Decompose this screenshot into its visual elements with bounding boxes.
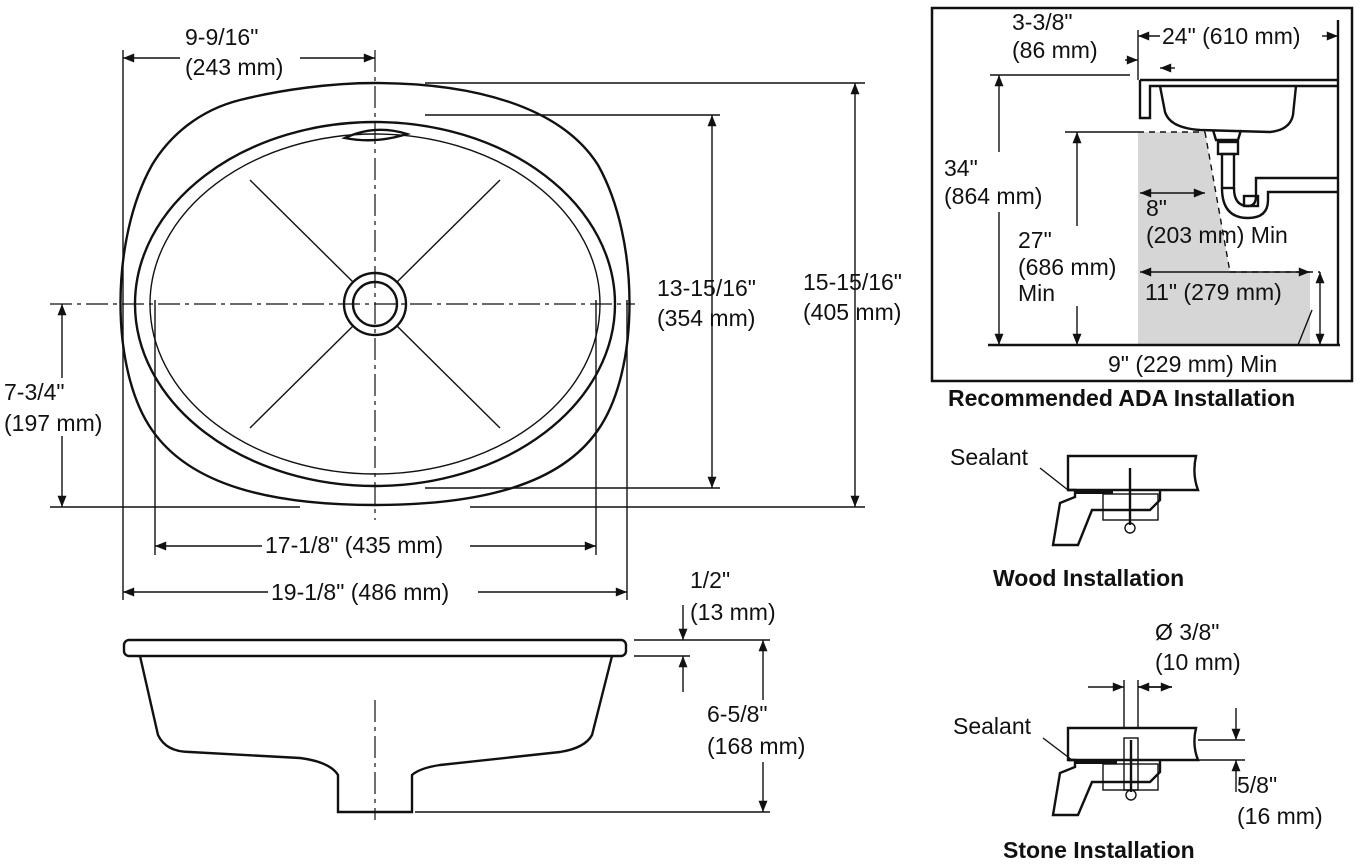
profile-bowl [138,655,614,814]
dim-depth-metric: (168 mm) [707,733,805,759]
profile-rim [122,638,628,658]
dim-depth-label: 6-5/8" [707,701,768,727]
stone-sealant-label: Sealant [953,713,1032,739]
ada-dim-setback-metric: (86 mm) [1012,37,1098,63]
stone-countertop [1066,726,1200,762]
stone-dim-thickness-metric: (16 mm) [1237,803,1323,829]
overflow-slot [341,128,412,142]
ada-dim-toe-depth: 11" (279 mm) [1145,279,1282,305]
ada-counter [1138,78,1338,120]
stone-sink-rim [1051,758,1162,817]
wood-countertop [1066,454,1200,492]
stone-caption: Stone Installation [1003,837,1195,863]
dim-offset-metric: (243 mm) [185,54,283,80]
ada-dim-knee-label: 27" [1018,227,1052,253]
slope-line [396,325,501,429]
ada-caption: Recommended ADA Installation [948,385,1295,411]
stone-dim-thickness-label: 5/8" [1237,772,1277,798]
slope-line [249,325,354,429]
dim-bowl-width: 17-1/8" (435 mm) [265,532,443,558]
ada-dim-knee-depth-metric: (203 mm) Min [1146,222,1288,248]
ada-dim-toe-height: 9" (229 mm) Min [1108,351,1277,377]
ada-dim-height-metric: (864 mm) [944,183,1042,209]
sink-outer-rim [119,81,631,507]
wood-sink-rim [1051,488,1162,547]
ada-dim-knee-metric: (686 mm) [1018,254,1116,280]
ada-dim-setback-label: 3-3/8" [1012,9,1073,35]
dim-overall-width: 19-1/8" (486 mm) [271,579,449,605]
stone-installation-detail: Ø 3/8" (10 mm) 5/8" (16 mm) Sealant Ston… [953,619,1323,863]
dim-offset-label: 9-9/16" [185,24,258,50]
wood-caption: Wood Installation [993,565,1184,591]
ada-sink [1158,85,1298,134]
dim-overall-length-metric: (405 mm) [803,299,901,325]
dim-center-metric: (197 mm) [4,410,102,436]
slope-line [396,179,501,283]
slope-line [249,179,354,283]
plan-view: 9-9/16" (243 mm) 13-15/16" (354 mm) 15-1… [0,24,902,605]
ada-dim-knee-min: Min [1018,280,1055,306]
wood-sealant-label: Sealant [950,444,1029,470]
wood-installation-detail: Sealant Wood Installation [950,444,1200,591]
dim-center-label: 7-3/4" [4,379,65,405]
dim-rim-metric: (13 mm) [690,599,776,625]
ada-dim-height-label: 34" [944,155,978,181]
ada-dim-knee-depth-label: 8" [1146,195,1167,221]
ada-frame [930,6,1354,383]
dim-overall-length-label: 15-15/16" [803,269,902,295]
dim-bowl-length-metric: (354 mm) [657,305,755,331]
dim-bowl-length-label: 13-15/16" [657,275,756,301]
stone-dim-hole-metric: (10 mm) [1155,649,1241,675]
ada-installation-detail: 3-3/8" (86 mm) 24" (610 mm) 34" (864 mm)… [930,6,1354,411]
dim-rim-label: 1/2" [690,567,730,593]
stone-dim-hole-label: Ø 3/8" [1155,619,1219,645]
profile-view: 1/2" (13 mm) 6-5/8" (168 mm) [122,567,828,820]
ada-dim-depth: 24" (610 mm) [1162,23,1301,49]
